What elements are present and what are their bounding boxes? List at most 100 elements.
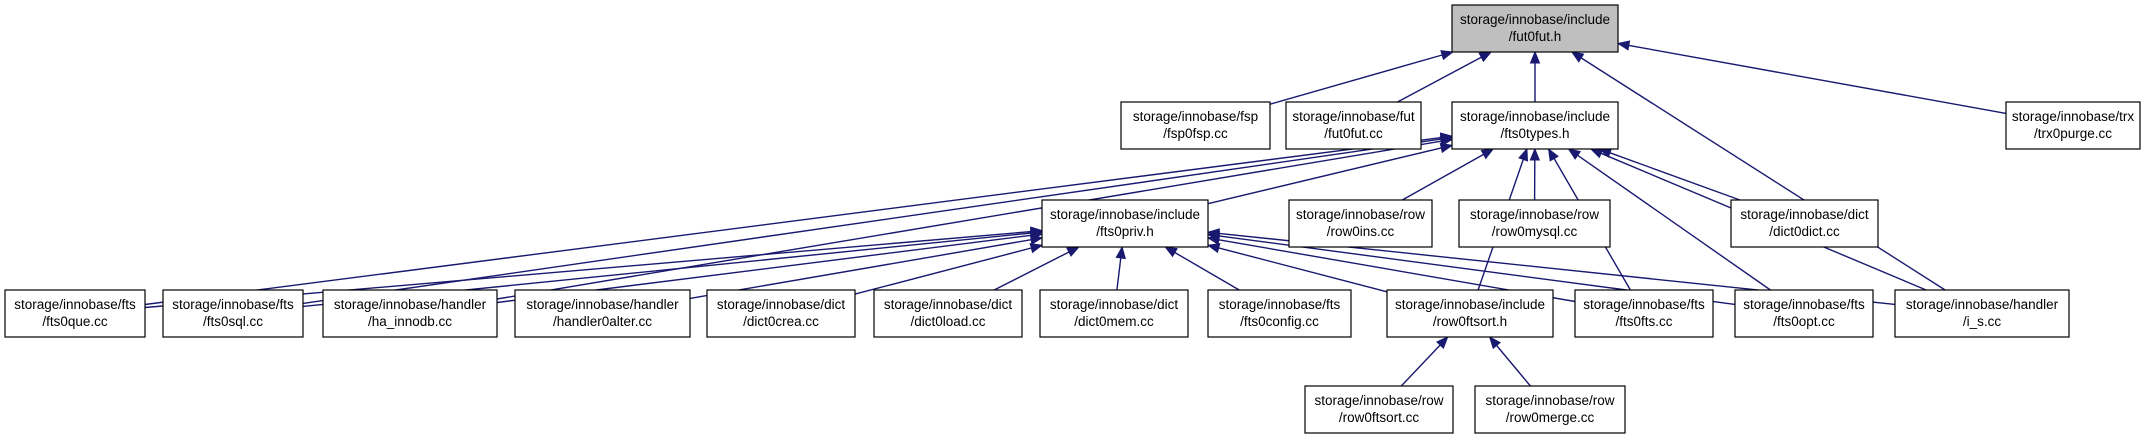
graph-node-fsp0fsp-cc[interactable]: storage/innobase/fsp/fsp0fsp.cc: [1120, 101, 1271, 150]
graph-edge: [1269, 54, 1443, 105]
graph-edge: [1400, 344, 1441, 387]
node-label-file: /row0ftsort.h: [1433, 314, 1507, 329]
edge-arrowhead: [1066, 246, 1080, 257]
node-label-path: storage/innobase/fts: [1743, 297, 1865, 312]
node-label-file: /row0merge.cc: [1506, 410, 1595, 425]
graph-node-row0mysql-cc[interactable]: storage/innobase/row/row0mysql.cc: [1458, 199, 1611, 248]
graph-edge: [496, 140, 1442, 300]
node-label-path: storage/innobase/handler: [526, 297, 679, 312]
graph-node-fts0priv-h[interactable]: storage/innobase/include/fts0priv.h: [1041, 199, 1209, 248]
graph-edge: [302, 138, 1442, 305]
node-label-path: storage/innobase/fts: [1219, 297, 1341, 312]
graph-edge: [1609, 152, 1741, 201]
node-label-path: storage/innobase/fsp: [1133, 109, 1258, 124]
node-label-path: storage/innobase/dict: [1050, 297, 1179, 312]
graph-node-dict0crea-cc[interactable]: storage/innobase/dict/dict0crea.cc: [706, 289, 856, 338]
graph-edge: [1496, 345, 1531, 387]
edge-arrowhead: [1436, 336, 1449, 349]
graph-edge: [689, 239, 1032, 300]
node-label-path: storage/innobase/fts: [172, 297, 294, 312]
node-box: [162, 289, 304, 338]
graph-node-fut0fut-h[interactable]: storage/innobase/include/fut0fut.h: [1451, 4, 1619, 53]
graph-node-row0ins-cc[interactable]: storage/innobase/row/row0ins.cc: [1288, 199, 1433, 248]
graph-edges: [144, 40, 2007, 387]
node-label-path: storage/innobase/dict: [1740, 207, 1869, 222]
graph-node-row0merge-cc[interactable]: storage/innobase/row/row0merge.cc: [1474, 385, 1626, 434]
node-box: [1730, 199, 1879, 248]
graph-node-fts0types-h[interactable]: storage/innobase/include/fts0types.h: [1451, 101, 1619, 150]
graph-node-dict0mem-cc[interactable]: storage/innobase/dict/dict0mem.cc: [1039, 289, 1189, 338]
node-label-path: storage/innobase/trx: [2012, 109, 2135, 124]
node-label-path: storage/innobase/fts: [14, 297, 136, 312]
graph-node-row0ftsort-h[interactable]: storage/innobase/include/row0ftsort.h: [1386, 289, 1554, 338]
node-box: [873, 289, 1023, 338]
node-box: [1474, 385, 1626, 434]
node-box: [706, 289, 856, 338]
node-box: [2005, 101, 2141, 150]
node-label-path: storage/innobase/dict: [884, 297, 1013, 312]
node-box: [1458, 199, 1611, 248]
node-box: [1734, 289, 1874, 338]
edge-arrowhead: [1439, 136, 1454, 147]
edge-arrowhead: [1589, 148, 1604, 159]
node-label-path: storage/innobase/include: [1395, 297, 1545, 312]
node-label-path: storage/innobase/row: [1470, 207, 1599, 222]
graph-edge: [1401, 153, 1484, 201]
edge-arrowhead: [1488, 335, 1501, 350]
graph-node-fut0fut-cc[interactable]: storage/innobase/fut/fut0fut.cc: [1285, 101, 1422, 150]
edge-arrowhead: [1529, 147, 1541, 161]
node-box: [514, 289, 691, 338]
graph-edge: [854, 247, 1032, 295]
node-box: [1304, 385, 1454, 434]
node-box: [1288, 199, 1433, 248]
node-label-path: storage/innobase/fts: [1583, 297, 1705, 312]
graph-node-ha-innodb-cc[interactable]: storage/innobase/handler/ha_innodb.cc: [322, 289, 498, 338]
graph-node-fts0config-cc[interactable]: storage/innobase/fts/fts0config.cc: [1207, 289, 1352, 338]
graph-node-handler0alter-cc[interactable]: storage/innobase/handler/handler0alter.c…: [514, 289, 691, 338]
node-label-file: /ha_innodb.cc: [368, 314, 452, 329]
edge-arrowhead: [1478, 51, 1493, 63]
node-label-file: /fut0fut.h: [1509, 29, 1562, 44]
node-label-path: storage/innobase/handler: [334, 297, 487, 312]
graph-edge: [1628, 44, 2007, 115]
node-box: [1207, 289, 1352, 338]
graph-edge: [993, 251, 1070, 291]
node-label-file: /row0mysql.cc: [1492, 224, 1578, 239]
graph-nodes: storage/innobase/include/fut0fut.hstorag…: [4, 4, 2141, 434]
node-box: [1894, 289, 2070, 338]
graph-node-i-s-cc[interactable]: storage/innobase/handler/i_s.cc: [1894, 289, 2070, 338]
graph-node-row0ftsort-cc[interactable]: storage/innobase/row/row0ftsort.cc: [1304, 385, 1454, 434]
edge-arrowhead: [1616, 40, 1631, 51]
edge-arrowhead: [1567, 148, 1582, 160]
node-box: [1386, 289, 1554, 338]
node-label-path: storage/innobase/row: [1485, 393, 1614, 408]
node-label-file: /i_s.cc: [1963, 314, 2002, 329]
edge-arrowhead: [1206, 243, 1221, 254]
graph-node-fts0que-cc[interactable]: storage/innobase/fts/fts0que.cc: [4, 289, 146, 338]
node-label-path: storage/innobase/row: [1296, 207, 1425, 222]
node-label-file: /fts0opt.cc: [1773, 314, 1835, 329]
edge-arrowhead: [1439, 142, 1454, 154]
edge-arrowhead: [1164, 246, 1178, 258]
node-label-file: /dict0dict.cc: [1769, 224, 1840, 239]
graph-node-fts0fts-cc[interactable]: storage/innobase/fts/fts0fts.cc: [1574, 289, 1714, 338]
graph-node-dict0load-cc[interactable]: storage/innobase/dict/dict0load.cc: [873, 289, 1023, 338]
edge-arrowhead: [1518, 147, 1529, 162]
edge-arrowhead: [1029, 243, 1044, 254]
graph-node-fts0sql-cc[interactable]: storage/innobase/fts/fts0sql.cc: [162, 289, 304, 338]
graph-node-fts0opt-cc[interactable]: storage/innobase/fts/fts0opt.cc: [1734, 289, 1874, 338]
edge-arrowhead: [1029, 234, 1044, 245]
node-label-file: /fut0fut.cc: [1324, 126, 1383, 141]
graph-edge: [1580, 57, 1946, 291]
node-label-file: /fts0que.cc: [42, 314, 108, 329]
edge-arrowhead: [1570, 51, 1585, 63]
node-label-file: /row0ftsort.cc: [1339, 410, 1420, 425]
node-label-path: storage/innobase/row: [1314, 393, 1443, 408]
graph-node-trx0purge-cc[interactable]: storage/innobase/trx/trx0purge.cc: [2005, 101, 2141, 150]
graph-node-dict0dict-cc[interactable]: storage/innobase/dict/dict0dict.cc: [1730, 199, 1879, 248]
node-label-file: /dict0crea.cc: [743, 314, 819, 329]
node-label-path: storage/innobase/include: [1050, 207, 1200, 222]
node-label-path: storage/innobase/fut: [1292, 109, 1415, 124]
node-box: [1451, 4, 1619, 53]
